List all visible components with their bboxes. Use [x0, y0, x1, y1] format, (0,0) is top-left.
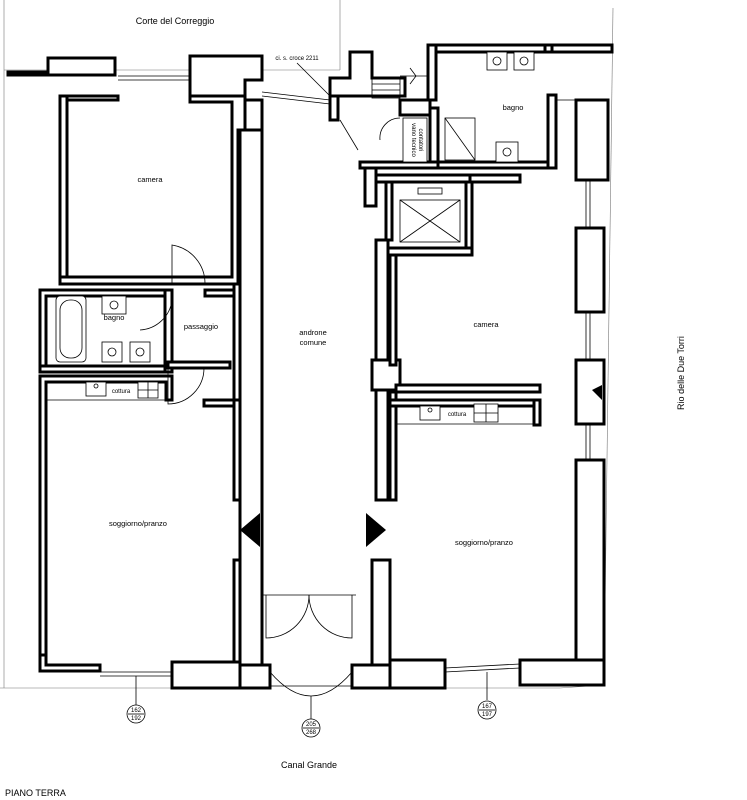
level-center-top: 205 — [306, 722, 317, 728]
right-living-walls — [388, 390, 606, 690]
left-camera-walls — [58, 94, 247, 286]
room-labels: Corte del Correggio ci. s. croce 2211 ba… — [5, 16, 686, 798]
stairs — [371, 67, 428, 99]
label-contatori: contatori — [417, 128, 423, 151]
left-living-walls — [38, 374, 242, 690]
right-camera-walls — [388, 226, 606, 426]
label-corte: Corte del Correggio — [136, 16, 215, 26]
label-passaggio: passaggio — [184, 322, 218, 331]
elevator-shaft — [399, 187, 461, 243]
label-camera-right: camera — [473, 320, 499, 329]
label-camera-left: camera — [137, 175, 163, 184]
section-arrows — [240, 385, 602, 547]
label-bagno-top: bagno — [503, 103, 524, 112]
label-vano-tecnico: vano tecnico — [410, 123, 416, 157]
label-canal: Canal Grande — [281, 760, 337, 770]
level-markers: 162 192 205 268 167 197 — [126, 672, 497, 738]
section-arrow-right — [366, 513, 386, 547]
left-bath-fixtures — [55, 295, 151, 363]
label-soggiorno-right: soggiorno/pranzo — [455, 538, 513, 547]
doors — [139, 117, 401, 697]
courtyard-walls — [6, 43, 614, 102]
level-right-bottom: 197 — [482, 712, 493, 718]
level-left-top: 162 — [131, 708, 142, 714]
label-androne-1: androne — [299, 328, 327, 337]
label-androne-2: comune — [300, 338, 327, 347]
label-piano: PIANO TERRA — [5, 788, 66, 798]
label-civico: ci. s. croce 2211 — [275, 56, 319, 62]
label-bagno-left: bagno — [104, 313, 125, 322]
kitchen-counters — [46, 381, 534, 425]
section-arrow-small — [592, 385, 602, 400]
level-left-bottom: 192 — [131, 716, 142, 722]
label-cottura-right: cottura — [448, 412, 467, 418]
label-soggiorno-left: soggiorno/pranzo — [109, 519, 167, 528]
window-lines — [100, 75, 591, 677]
label-rio: Rio delle Due Torri — [676, 336, 686, 410]
right-bath-walls — [426, 43, 610, 182]
section-arrow-left — [240, 513, 260, 547]
label-cottura-left: cottura — [112, 389, 131, 395]
right-bath-fixtures — [402, 51, 535, 163]
level-right-top: 167 — [482, 704, 493, 710]
level-center-bottom: 268 — [306, 730, 317, 736]
